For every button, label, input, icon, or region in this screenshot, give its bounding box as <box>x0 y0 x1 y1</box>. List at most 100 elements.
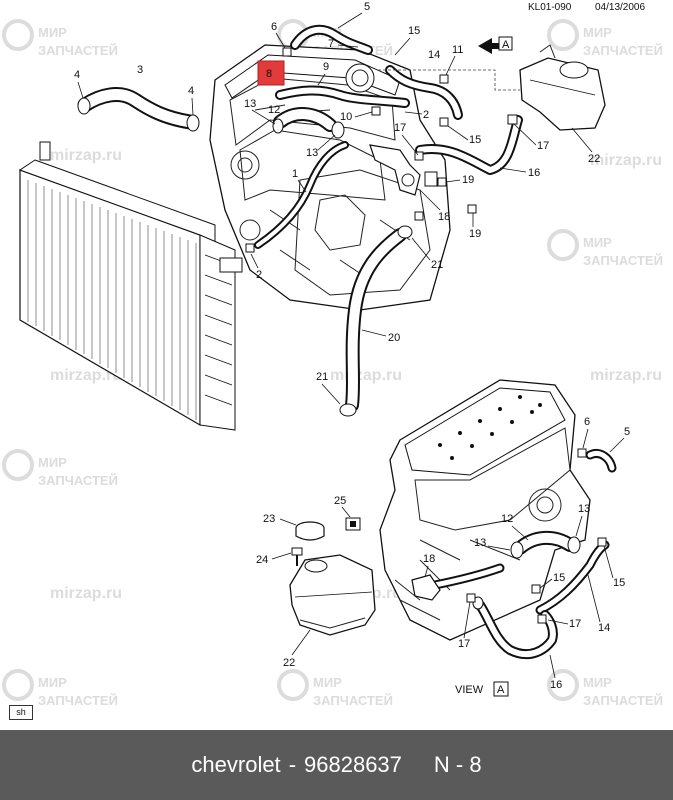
callout-5: 5 <box>624 426 630 438</box>
callout-4: 4 <box>188 85 194 97</box>
svg-text:ЗАПЧАСТЕЙ: ЗАПЧАСТЕЙ <box>583 693 663 708</box>
callout-22: 22 <box>588 153 600 165</box>
svg-text:ЗАПЧАСТЕЙ: ЗАПЧАСТЕЙ <box>38 473 118 488</box>
callout-21: 21 <box>316 371 328 383</box>
watermark-logo: МИР ЗАПЧАСТЕЙ <box>2 669 118 708</box>
svg-text:МИР: МИР <box>583 235 612 250</box>
callout-17: 17 <box>394 122 406 134</box>
callout-25: 25 <box>334 495 346 507</box>
callout-18: 18 <box>423 553 435 565</box>
svg-text:МИР: МИР <box>38 675 67 690</box>
callout-15: 15 <box>408 25 420 37</box>
watermark-logo: МИР ЗАПЧАСТЕЙ <box>547 669 663 708</box>
svg-text:ЗАПЧАСТЕЙ: ЗАПЧАСТЕЙ <box>38 43 118 58</box>
clamp-4 <box>77 97 200 132</box>
callout-15: 15 <box>613 577 625 589</box>
svg-text:МИР: МИР <box>583 675 612 690</box>
expansion-tank-top <box>519 44 606 131</box>
callout-13: 13 <box>578 503 590 515</box>
view-a-label: VIEW A <box>455 681 509 697</box>
engine-bottom <box>379 379 591 641</box>
svg-text:МИР: МИР <box>583 25 612 40</box>
callout-18: 18 <box>438 211 450 223</box>
callout-2: 2 <box>423 109 429 121</box>
callout-12: 12 <box>268 104 280 116</box>
filler-cap-23 <box>295 521 325 541</box>
bolt-24 <box>291 547 303 566</box>
svg-text:ЗАПЧАСТЕЙ: ЗАПЧАСТЕЙ <box>583 253 663 268</box>
callout-10: 10 <box>340 111 352 123</box>
callout-6: 6 <box>271 21 277 33</box>
footer-bar: chevrolet - 96828637 N - 8 <box>0 730 673 800</box>
watermark-site: mirzap.ru <box>330 367 402 384</box>
view-a-arrow: A <box>478 36 513 54</box>
svg-text:МИР: МИР <box>38 25 67 40</box>
callout-16: 16 <box>550 679 562 691</box>
callout-14: 14 <box>598 622 610 634</box>
callout-13: 13 <box>474 537 486 549</box>
hose-16 <box>415 115 523 175</box>
callout-15: 15 <box>469 134 481 146</box>
highlight-item-8: 8 <box>257 60 285 86</box>
watermark-logo: МИР ЗАПЧАСТЕЙ <box>547 19 663 58</box>
diagram-date: 04/13/2006 <box>595 2 645 13</box>
footer-part-number: 96828637 <box>304 752 402 777</box>
watermark-site: mirzap.ru <box>50 367 122 384</box>
svg-text:A: A <box>502 39 510 51</box>
clamp-21 <box>339 225 413 417</box>
watermark-site: mirzap.ru <box>50 147 122 164</box>
watermark-logo: МИР ЗАПЧАСТЕЙ <box>547 229 663 268</box>
svg-text:VIEW: VIEW <box>455 684 484 696</box>
leader-dashed <box>378 69 520 91</box>
hose-5 <box>290 24 373 55</box>
thermostat-housing-bottom <box>411 574 441 601</box>
hose-20 <box>345 228 407 412</box>
callout-11: 11 <box>452 44 463 56</box>
watermark-logo: МИР ЗАПЧАСТЕЙ <box>2 449 118 488</box>
callout-2: 2 <box>256 269 262 281</box>
watermark-logo: МИР ЗАПЧАСТЕЙ <box>2 19 118 58</box>
callout-3: 3 <box>137 64 143 76</box>
callout-15: 15 <box>553 572 565 584</box>
pipe-1 <box>254 141 349 249</box>
callout-13: 13 <box>306 147 318 159</box>
corner-tag: sh <box>9 705 33 720</box>
hose-pipe-bottom <box>430 563 505 590</box>
hose-3 <box>77 87 198 130</box>
callout-6: 6 <box>584 416 590 428</box>
parts-diagram: МИР ЗАПЧАСТЕЙ МИР ЗАПЧАСТЕЙ МИР ЗАПЧАСТЕ… <box>2 1 663 708</box>
callout-13: 13 <box>244 98 256 110</box>
watermark-layer: МИР ЗАПЧАСТЕЙ МИР ЗАПЧАСТЕЙ МИР ЗАПЧАСТЕ… <box>2 19 663 708</box>
grommet-25 <box>345 517 361 531</box>
diagram-code: KL01-090 <box>528 2 572 13</box>
callout-17: 17 <box>537 140 549 152</box>
callout-9: 9 <box>323 61 329 73</box>
hose-14 <box>385 65 463 120</box>
callout-16: 16 <box>528 167 540 179</box>
svg-text:ЗАПЧАСТЕЙ: ЗАПЧАСТЕЙ <box>583 43 663 58</box>
footer-separator: - <box>288 752 297 777</box>
clips-small <box>245 47 518 253</box>
callout-23: 23 <box>263 513 275 525</box>
callout-7: 7 <box>328 38 334 50</box>
callout-24: 24 <box>256 554 268 566</box>
callout-14: 14 <box>428 49 440 61</box>
watermark-site: mirzap.ru <box>590 152 662 169</box>
svg-text:МИР: МИР <box>313 675 342 690</box>
callout-4: 4 <box>74 69 80 81</box>
hose-pipe-upper <box>275 85 410 108</box>
svg-text:8: 8 <box>266 68 272 80</box>
callout-12: 12 <box>501 513 513 525</box>
watermark-site: mirzap.ru <box>50 585 122 602</box>
footer-position: N - 8 <box>433 752 482 777</box>
callout-22: 22 <box>283 657 295 669</box>
callout-19: 19 <box>462 174 474 186</box>
clamp-13 <box>272 118 345 139</box>
callout-17: 17 <box>569 618 581 630</box>
clips-bottom <box>466 448 607 624</box>
callouts-bottom: 6 5 13 12 13 18 15 15 17 14 17 16 23 25 … <box>256 416 630 691</box>
expansion-tank-bottom <box>289 554 376 636</box>
thermostat-housing-18 <box>369 144 438 196</box>
svg-text:ЗАПЧАСТЕЙ: ЗАПЧАСТЕЙ <box>38 693 118 708</box>
footer-brand: chevrolet <box>191 752 281 777</box>
